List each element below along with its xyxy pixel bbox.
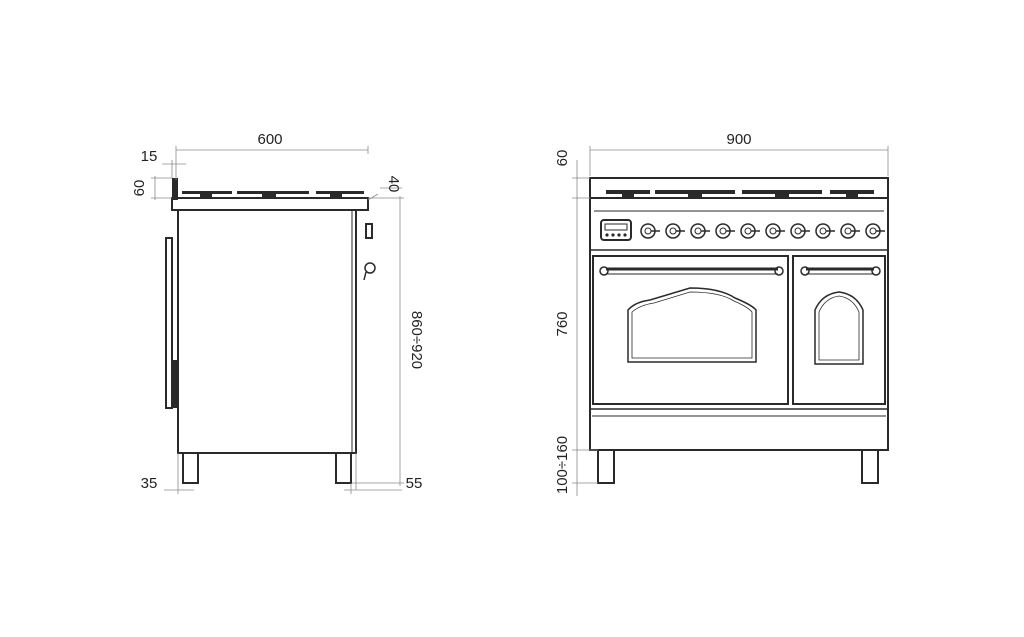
dim-side-hob-label: 60: [131, 180, 148, 197]
side-handle-bar: [363, 271, 367, 281]
knob-1: [640, 223, 660, 239]
front-main-oven-door: [592, 255, 789, 405]
side-burner-cap-2: [262, 194, 276, 198]
front-small-oven-handle-left: [800, 266, 810, 276]
front-burner-cap-4: [846, 194, 858, 197]
side-back-vent: [172, 360, 178, 408]
side-body: [177, 209, 357, 454]
dim-side-offset-label: 15: [141, 148, 158, 165]
front-burner-1: [606, 190, 650, 194]
knob-7: [790, 223, 810, 239]
knob-4: [715, 223, 735, 239]
knob-10: [865, 223, 885, 239]
front-burner-2: [655, 190, 735, 194]
front-small-oven-door: [792, 255, 886, 405]
front-small-oven-window: [814, 291, 864, 365]
front-small-oven-handle-right: [871, 266, 881, 276]
side-view: 600 15 60 40 860÷920 35 55: [131, 131, 425, 494]
dim-side-back-label: 40: [385, 176, 402, 193]
dim-front-legs-label: 100÷160: [554, 436, 571, 494]
front-hob: [589, 177, 889, 199]
side-burner-3: [316, 191, 364, 194]
side-leg-left: [182, 452, 199, 484]
front-main-oven-handle-left: [599, 266, 609, 276]
knob-5: [740, 223, 760, 239]
dim-side-height-label: 860÷920: [408, 311, 425, 369]
side-leg-right: [335, 452, 352, 484]
front-main-oven-window: [627, 287, 757, 363]
knob-8: [815, 223, 835, 239]
front-small-oven-window-inner: [818, 295, 860, 361]
front-main-oven-window-inner: [631, 291, 753, 359]
knob-3: [690, 223, 710, 239]
dim-front-hob-label: 60: [554, 150, 571, 167]
front-burner-cap-3: [775, 194, 789, 197]
front-leg-right: [861, 449, 879, 484]
front-burner-3: [742, 190, 822, 194]
side-burner-1: [182, 191, 232, 194]
front-knobs: [640, 223, 885, 239]
front-burner-cap-2: [688, 194, 702, 197]
dim-side-foot-left-label: 35: [141, 475, 158, 492]
dim-side-width-label: 600: [257, 131, 282, 148]
knob-6: [765, 223, 785, 239]
side-handle-mount: [364, 262, 376, 274]
side-burner-cap-3: [330, 194, 342, 198]
knob-9: [840, 223, 860, 239]
dim-side-foot-right-label: 55: [406, 475, 423, 492]
side-backguard: [172, 178, 178, 200]
front-view: 900 60 760 100÷160: [554, 131, 889, 496]
knob-2: [665, 223, 685, 239]
front-timer-dot-3: [617, 233, 621, 237]
dim-front-body-label: 760: [554, 311, 571, 336]
dim-front-width-label: 900: [726, 131, 751, 148]
side-back-panel: [165, 237, 173, 409]
side-worktop: [171, 197, 369, 211]
front-timer-window: [604, 223, 628, 231]
front-leg-left: [597, 449, 615, 484]
front-main-oven-handle-right: [774, 266, 784, 276]
front-timer-dot-4: [623, 233, 627, 237]
dim-side-back-ext: [367, 193, 379, 201]
side-burner-cap-1: [200, 194, 212, 198]
side-knob: [365, 223, 373, 239]
front-burner-cap-1: [622, 194, 634, 197]
front-timer-dot-2: [611, 233, 615, 237]
front-timer-dot-1: [605, 233, 609, 237]
side-burner-2: [237, 191, 309, 194]
front-burner-4: [830, 190, 874, 194]
